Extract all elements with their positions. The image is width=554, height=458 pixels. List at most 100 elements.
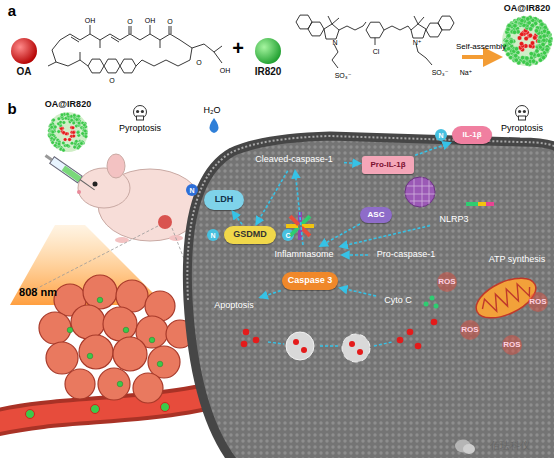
ring — [120, 59, 136, 73]
tumor-cell — [79, 335, 113, 369]
watermark: 佰珐科仪 — [490, 441, 530, 451]
nanoparticle-dot — [541, 55, 546, 60]
nanoparticle — [91, 405, 100, 414]
protein-label: Cleaved-caspase-1 — [246, 151, 342, 169]
nanoparticle-dot — [83, 129, 87, 133]
bond — [328, 16, 339, 24]
tumor-cell — [98, 368, 130, 400]
syringe-barrel — [50, 157, 82, 183]
syringe — [43, 152, 97, 193]
nanoparticle-dot — [530, 41, 535, 46]
pathway-arrow — [344, 162, 360, 164]
nanoparticle-dot — [542, 38, 547, 43]
pathway-arrow — [342, 254, 368, 256]
asc-pill: ASC — [360, 207, 392, 223]
atom-label: Cl — [373, 48, 380, 55]
ring — [324, 24, 339, 39]
skull-jaw — [519, 116, 526, 120]
terminal-letter: C — [285, 232, 290, 239]
caspase-pill: Caspase 3 — [282, 272, 338, 290]
nanoparticle-dot — [76, 118, 80, 122]
nanoparticle-dot — [75, 118, 79, 122]
nanoparticle — [26, 410, 35, 419]
atom-label: SO₃⁻ — [335, 72, 352, 79]
nanoparticle-dot — [528, 27, 533, 32]
sphere-graphic — [500, 14, 554, 68]
protein-mesh — [405, 177, 435, 207]
bond — [71, 37, 119, 42]
tumor-cell — [113, 337, 147, 371]
syringe-plunger — [45, 154, 53, 161]
bond — [60, 34, 192, 66]
panel-letter: a — [8, 3, 16, 18]
protein-label: Pro-caspase-1 — [370, 247, 442, 263]
sphere — [11, 38, 37, 64]
tumor-cell — [65, 369, 95, 399]
ros-label: ROS — [438, 278, 455, 286]
nanoparticle-dot — [506, 33, 511, 38]
protein-bar — [478, 202, 486, 206]
chat-bubble — [463, 444, 475, 454]
nanoparticle-body — [48, 112, 88, 152]
atom-label: OH — [85, 17, 96, 24]
wavelength-label: 808 nm — [19, 287, 57, 298]
nanoparticle-dot — [72, 131, 76, 135]
node-text: Pro-IL-1β — [370, 161, 405, 170]
nanoparticle-dot — [77, 130, 81, 134]
oa-dot — [357, 349, 363, 355]
nanoparticle-dot — [57, 142, 61, 146]
tumor-cell — [71, 305, 105, 339]
ros-glow — [460, 320, 480, 340]
pathway-arrow — [295, 171, 303, 245]
oa-dot — [243, 329, 250, 336]
atom-label: Na⁺ — [460, 69, 473, 76]
protein-label: Cyto C — [378, 293, 418, 309]
syringe-needle — [80, 180, 95, 190]
terminal-badge — [435, 129, 447, 141]
oa-sphere: OA — [4, 36, 44, 84]
node-text: ASC — [368, 211, 385, 220]
nanoparticle-dot — [73, 113, 77, 117]
oa-dot — [397, 337, 404, 344]
nanoparticle-dot — [513, 53, 518, 58]
node-text: Caspase 3 — [288, 276, 333, 286]
node-text: IR820 — [255, 66, 282, 77]
complex-label: Inflammasome — [268, 247, 340, 263]
ring — [411, 24, 426, 38]
oa-dot — [301, 347, 307, 353]
ldh-pill: LDH — [204, 190, 244, 210]
bond — [339, 22, 366, 30]
nanoparticle-dot — [513, 23, 518, 28]
protein-box: Pro-IL-1β — [362, 156, 414, 174]
inflammasome-icon — [286, 212, 314, 240]
sphere-graphic — [4, 36, 44, 66]
oa-dot — [241, 341, 248, 348]
nanoparticle-dot — [541, 42, 546, 47]
nanoparticle-dot — [62, 121, 66, 125]
atom-label: O — [167, 18, 172, 25]
nanoparticle-dot — [529, 51, 533, 56]
nanoparticle-dot — [531, 59, 536, 64]
nanoparticle-dot — [545, 47, 550, 52]
ros-label: ROS — [461, 326, 478, 334]
cyto-c-dot — [434, 304, 439, 309]
protein-label: NLRP3 — [432, 212, 476, 228]
oa-dot — [407, 329, 414, 336]
nanoparticle-dot — [507, 23, 512, 28]
nanoparticle-dot — [68, 138, 72, 142]
node-text: LDH — [215, 195, 234, 205]
tumor-cell — [39, 312, 71, 344]
skull-jaw — [137, 116, 144, 120]
atom-label: O — [127, 18, 132, 25]
cell-membrane — [187, 136, 554, 300]
nanoparticle — [157, 361, 163, 367]
mesh-lines — [405, 177, 435, 207]
skull-icon — [516, 106, 529, 121]
nanoparticle-dot — [83, 123, 87, 127]
nanoparticle-dot — [525, 61, 530, 66]
ros-label: ROS — [529, 298, 546, 306]
mouse-tumor — [158, 215, 172, 229]
terminal-badge — [207, 229, 219, 241]
nanoparticle-dot — [68, 138, 72, 142]
syringe-fill — [62, 166, 82, 182]
